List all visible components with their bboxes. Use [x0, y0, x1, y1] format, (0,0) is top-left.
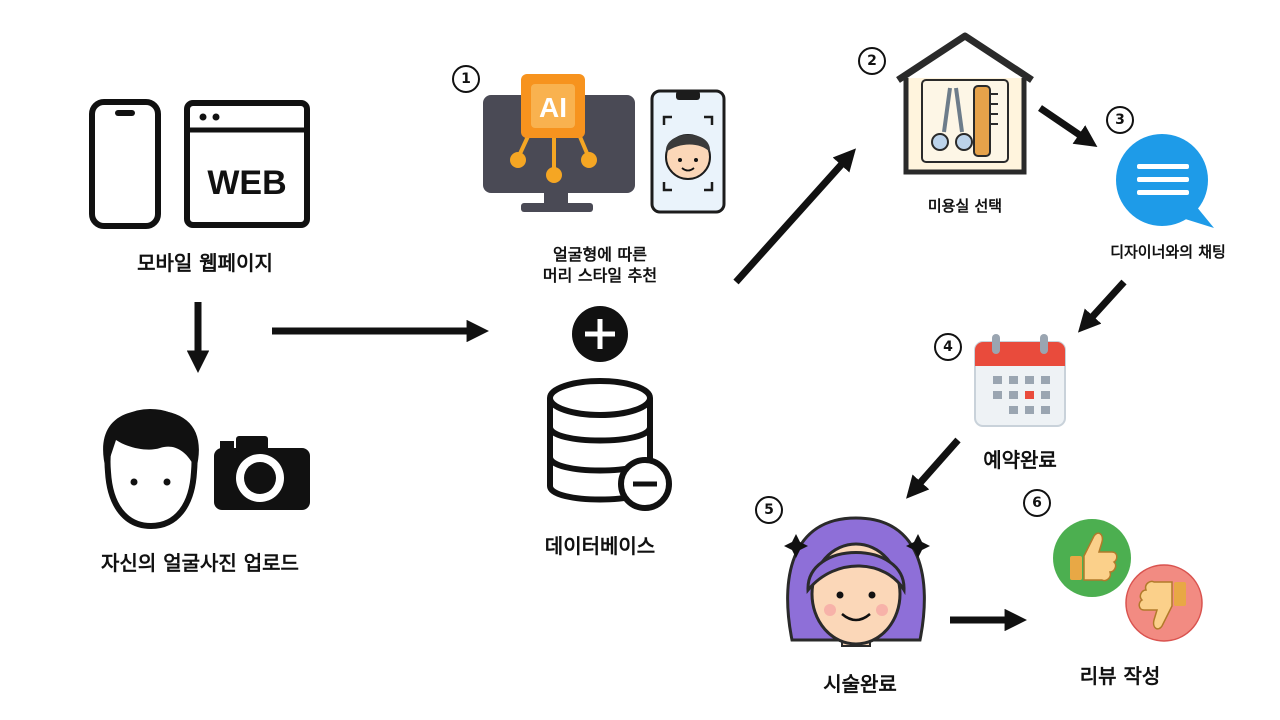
arrow-booking-to-done — [906, 437, 961, 499]
step-5-badge: 5 — [755, 496, 783, 524]
step-6-badge: 6 — [1023, 489, 1051, 517]
chat-bubble-icon — [1116, 134, 1214, 228]
step-4-badge: 4 — [934, 333, 962, 361]
booking-complete-label: 예약완료 — [983, 448, 1057, 472]
step-3-badge: 3 — [1106, 106, 1134, 134]
treatment-complete-label: 시술완료 — [823, 672, 897, 696]
mobile-phone-icon — [89, 99, 161, 229]
web-browser-icon: WEB — [184, 100, 310, 228]
step-1-badge: 1 — [452, 65, 480, 93]
database-minus-icon — [547, 378, 672, 511]
arrow-salon-to-chat — [1038, 105, 1098, 148]
arrow-to-salon — [733, 148, 856, 285]
mobile-web-label: 모바일 웹페이지 — [137, 251, 273, 275]
calendar-icon — [974, 334, 1066, 427]
ai-recommend-label-line1: 얼굴형에 따른 — [553, 245, 647, 264]
plus-icon — [572, 306, 628, 362]
ai-chip-text: AI — [539, 92, 567, 123]
web-icon-text: WEB — [207, 164, 286, 202]
designer-chat-label: 디자이너와의 채팅 — [1110, 243, 1226, 261]
arrow-chat-to-booking — [1077, 279, 1127, 333]
ai-recommend-label-line2: 머리 스타일 추천 — [542, 266, 658, 285]
salon-select-label: 미용실 선택 — [927, 197, 1003, 215]
person-face-icon — [103, 408, 199, 530]
camera-icon — [214, 436, 310, 510]
upload-label: 자신의 얼굴사진 업로드 — [101, 551, 299, 575]
woman-avatar-icon — [784, 516, 930, 647]
write-review-label: 리뷰 작성 — [1079, 664, 1161, 688]
ai-monitor-icon: AI — [483, 74, 635, 212]
face-scan-phone-icon — [650, 89, 726, 214]
salon-house-icon — [896, 32, 1034, 175]
thumbs-down-icon — [1125, 564, 1203, 642]
database-label: 데이터베이스 — [544, 534, 656, 558]
step-2-badge: 2 — [858, 47, 886, 75]
thumbs-up-icon — [1053, 519, 1131, 597]
